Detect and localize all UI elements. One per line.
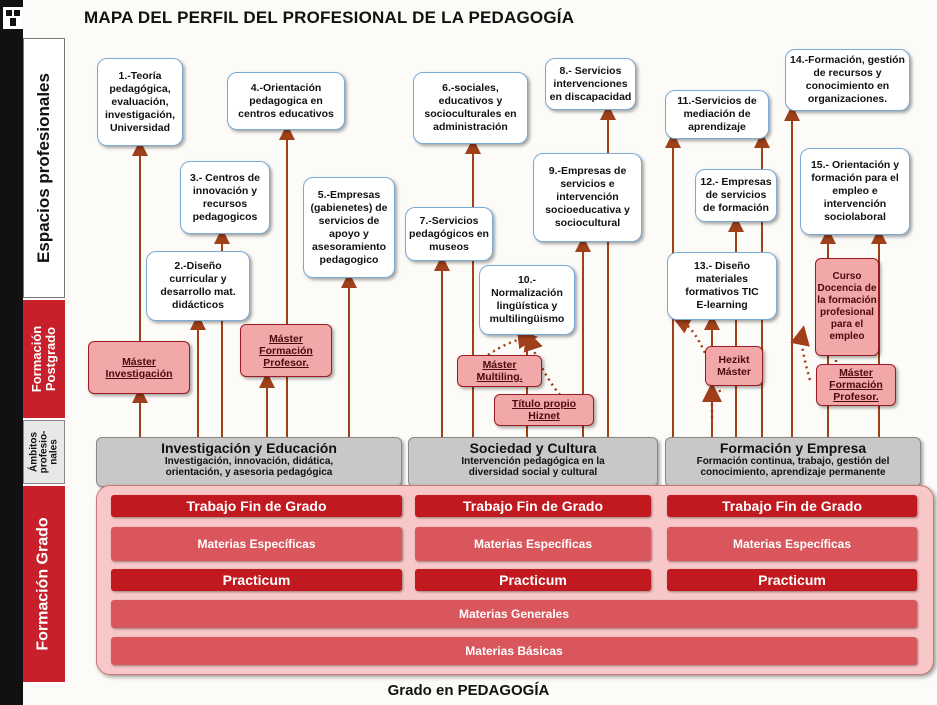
master-multiling-box: Máster Multiling. <box>457 355 542 387</box>
ambito-formacion-empresa: Formación y Empresa Formación continua, … <box>665 437 921 487</box>
space-box-6: 6.-sociales, educativos y socioculturale… <box>413 72 528 144</box>
tfg-bar-2: Trabajo Fin de Grado <box>415 495 651 517</box>
space-box-14: 14.-Formación, gestión de recursos y con… <box>785 49 910 111</box>
space-box-8: 8.- Servicios intervenciones en discapac… <box>545 58 636 110</box>
space-box-5: 5.-Empresas (gabienetes) de servicios de… <box>303 177 395 278</box>
university-logo-icon <box>3 7 23 29</box>
space-box-4: 4.-Orientación pedagogica en centros edu… <box>227 72 345 130</box>
hezikt-master-box: Hezikt Máster <box>705 346 763 386</box>
ambito-investigacion-educacion: Investigación y Educación Investigación,… <box>96 437 402 487</box>
space-box-10: 10.- Normalización lingüística y multili… <box>479 265 575 335</box>
curso-docencia-box: Curso Docencia de la formación profesion… <box>815 258 879 356</box>
space-box-1: 1.-Teoría pedagógica, evaluación, invest… <box>97 58 183 146</box>
ambito-subtitle: Investigación, innovación, didática, ori… <box>164 456 334 478</box>
ambito-title: Sociedad y Cultura <box>469 440 597 456</box>
left-black-strip <box>0 0 23 705</box>
space-box-9: 9.-Empresas de servicios e intervención … <box>533 153 642 242</box>
master-formacion-profesor-box-1: Máster Formación Profesor. <box>240 324 332 377</box>
master-formacion-profesor-box-2: Máster Formación Profesor. <box>816 364 896 406</box>
sidebar-ambitos-profesionales: Ámbitos profesio- nales <box>23 420 65 484</box>
materias-generales-bar: Materias Generales <box>111 600 917 628</box>
page-title: MAPA DEL PERFIL DEL PROFESIONAL DE LA PE… <box>84 8 575 27</box>
space-box-12: 12.- Empresas de servicios de formación <box>695 169 777 222</box>
master-investigacion-box: Máster Investigación <box>88 341 190 394</box>
space-box-7: 7.-Servicios pedagógicos en museos <box>405 207 493 261</box>
materias-especificas-bar-3: Materias Específicas <box>667 527 917 561</box>
practicum-bar-1: Practicum <box>111 569 402 591</box>
space-box-2: 2.-Diseño curricular y desarrollo mat. d… <box>146 251 250 321</box>
titulo-propio-hiznet-box: Título propio Hiznet <box>494 394 594 426</box>
ambito-subtitle: Formación continua, trabajo, gestión del… <box>696 456 890 478</box>
ambito-sociedad-cultura: Sociedad y Cultura Intervención pedagógi… <box>408 437 658 487</box>
sidebar-formacion-postgrado: Formación Postgrado <box>23 300 65 418</box>
tfg-bar-1: Trabajo Fin de Grado <box>111 495 402 517</box>
ambito-title: Formación y Empresa <box>719 440 867 456</box>
sidebar-formacion-grado: Formación Grado <box>23 486 65 682</box>
space-box-11: 11.-Servicios de mediación de aprendizaj… <box>665 90 769 139</box>
materias-especificas-bar-1: Materias Específicas <box>111 527 402 561</box>
space-box-13: 13.- Diseño materiales formativos TIC E-… <box>667 252 777 320</box>
space-box-3: 3.- Centros de innovación y recursos ped… <box>180 161 270 234</box>
materias-basicas-bar: Materias Básicas <box>111 637 917 665</box>
practicum-bar-3: Practicum <box>667 569 917 591</box>
ambito-subtitle: Intervención pedagógica en la diversidad… <box>461 456 605 478</box>
materias-especificas-bar-2: Materias Específicas <box>415 527 651 561</box>
formacion-grado-panel: Trabajo Fin de Grado Trabajo Fin de Grad… <box>96 485 934 675</box>
practicum-bar-2: Practicum <box>415 569 651 591</box>
ambito-title: Investigación y Educación <box>161 440 337 456</box>
footer-title: Grado en PEDAGOGÍA <box>387 682 550 699</box>
space-box-15: 15.- Orientación y formación para el emp… <box>800 148 910 235</box>
tfg-bar-3: Trabajo Fin de Grado <box>667 495 917 517</box>
sidebar-espacios-profesionales: Espacios profesionales <box>23 38 65 298</box>
